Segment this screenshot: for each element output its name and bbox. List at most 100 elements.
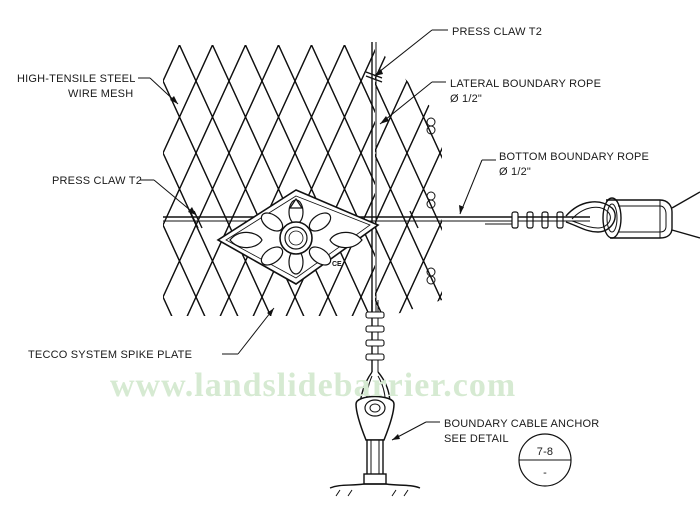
label-anchor-line1: BOUNDARY CABLE ANCHOR (444, 418, 599, 430)
rope-clips-bottom (485, 211, 590, 229)
label-press-claw-left: PRESS CLAW T2 (52, 175, 142, 187)
mesh-cell (457, 9, 490, 81)
mesh-cell (310, 296, 346, 316)
mesh-cell (310, 80, 346, 154)
mesh-cell (375, 80, 392, 154)
mesh-cell (163, 260, 197, 316)
mesh-cell (457, 153, 490, 225)
mesh-cell (406, 260, 441, 316)
fastener-1 (426, 117, 436, 135)
mesh-cell (457, 297, 490, 369)
warning-triangle-icon (288, 197, 304, 209)
mesh-cell (228, 260, 263, 316)
mesh-cell (406, 188, 441, 262)
mesh-cell (211, 45, 247, 82)
mesh-cell (422, 152, 442, 226)
mesh-cell (378, 153, 411, 225)
mesh-cell (327, 260, 362, 316)
mesh-cell (422, 45, 442, 82)
mesh-cell (389, 224, 425, 298)
mesh-cell (389, 296, 425, 316)
mesh-cell (163, 224, 181, 298)
mesh-cell (211, 296, 247, 316)
detail-reference-bubble: 7-8 - (518, 433, 572, 487)
label-spike-plate: TECCO SYSTEM SPIKE PLATE (28, 349, 192, 361)
mesh-cell (389, 80, 425, 154)
mesh-cell (406, 45, 441, 118)
mesh-cell (195, 260, 230, 316)
label-bottom-rope-line2: Ø 1/2" (499, 166, 531, 178)
mesh-cell (163, 45, 197, 118)
boundary-cable-anchor-assembly (329, 300, 421, 497)
mesh-cell (163, 80, 181, 154)
mesh-cell (406, 116, 441, 190)
mesh-cell (277, 45, 313, 82)
mesh-cell (422, 224, 442, 298)
detail-number: 7-8 (537, 446, 554, 458)
mesh-cell (178, 80, 214, 154)
mesh-cell (163, 152, 181, 226)
mesh-cell (261, 45, 296, 118)
mesh-cell (457, 225, 490, 297)
label-anchor-line2: SEE DETAIL (444, 433, 509, 445)
mesh-cell (178, 45, 214, 82)
mesh-cell (389, 45, 425, 82)
mesh-cell (310, 45, 346, 82)
label-lateral-rope-line2: Ø 1/2" (450, 93, 482, 105)
rope-thimble-eye (565, 191, 700, 239)
mesh-cell (389, 152, 425, 226)
mesh-cell (375, 116, 408, 190)
label-mesh-line1: HIGH-TENSILE STEEL (17, 73, 136, 85)
watermark: www.landslidebarrier.com (110, 367, 516, 404)
mesh-cell (360, 188, 375, 262)
mesh-cell (261, 116, 296, 190)
mesh-cell (294, 116, 329, 190)
label-bottom-rope-line1: BOTTOM BOUNDARY ROPE (499, 151, 649, 163)
mesh-cell (457, 81, 490, 153)
mesh-cell (378, 9, 411, 81)
callout-labels: HIGH-TENSILE STEEL WIRE MESH PRESS CLAW … (17, 26, 649, 445)
mesh-cell (378, 81, 411, 153)
label-lateral-rope-line1: LATERAL BOUNDARY ROPE (450, 78, 601, 90)
mesh-cell (327, 45, 362, 118)
mesh-cell (178, 224, 214, 298)
mesh-cell (228, 116, 263, 190)
mesh-cell (294, 45, 329, 118)
mesh-cell (211, 80, 247, 154)
plate-ce-mark: CE (332, 261, 342, 268)
spike-plate: CE (216, 189, 380, 285)
mesh-cell (439, 188, 442, 262)
fastener-2 (426, 191, 436, 209)
mesh-cell (244, 45, 280, 82)
mesh-cell (375, 260, 408, 316)
mesh-cell (422, 296, 442, 316)
mesh-cell (294, 260, 329, 316)
mesh-cell (375, 224, 392, 298)
mesh-cell (163, 45, 181, 82)
mesh-cell (360, 260, 375, 316)
mesh-cell (360, 45, 375, 118)
mesh-cell (244, 80, 280, 154)
leader-lines (138, 29, 496, 441)
mesh-cell (228, 45, 263, 118)
fastener-3 (426, 267, 436, 285)
label-press-claw-top: PRESS CLAW T2 (452, 26, 542, 38)
label-mesh-line2: WIRE MESH (68, 88, 133, 100)
mesh-cell (211, 152, 247, 226)
mesh-cell (375, 45, 392, 82)
mesh-cell (422, 80, 442, 154)
mesh-cell (378, 225, 411, 297)
mesh-cell (277, 296, 313, 316)
mesh-cell (163, 116, 197, 190)
mesh-cell (195, 45, 230, 118)
mesh-cell (439, 116, 442, 190)
lateral-boundary-rope (371, 42, 377, 318)
mesh-cell (360, 116, 375, 190)
mesh-cell (277, 80, 313, 154)
mesh-cell (327, 116, 362, 190)
detail-sheet: - (543, 467, 547, 479)
mesh-cell (375, 152, 392, 226)
mesh-cell (261, 260, 296, 316)
mesh-cell (195, 116, 230, 190)
